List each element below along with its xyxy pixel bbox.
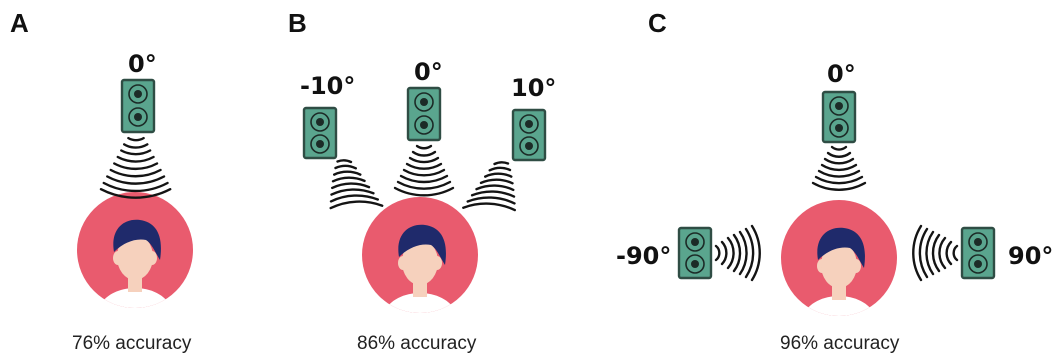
speaker-angle-label: -10° <box>300 72 355 100</box>
sound-waves-icon <box>714 224 761 282</box>
speaker-icon <box>511 108 547 162</box>
speaker-icon <box>677 226 713 280</box>
speaker-icon <box>406 86 442 142</box>
person-icon <box>362 197 478 313</box>
panel-b: B -10° 0° <box>288 8 556 354</box>
person-icon <box>77 192 193 308</box>
accuracy-caption-c: 96% accuracy <box>780 333 900 354</box>
panel-label-b: B <box>288 8 307 38</box>
speaker-icon <box>960 226 996 280</box>
accuracy-caption-b: 86% accuracy <box>357 333 477 354</box>
speaker-icon <box>120 78 156 134</box>
panel-label-a: A <box>10 8 29 38</box>
speaker-angle-label: 10° <box>511 74 556 102</box>
panel-a: A 0° <box>10 8 193 354</box>
speaker-angle-label: 90° <box>1008 242 1053 270</box>
sound-waves-icon <box>99 136 172 199</box>
speaker-angle-label: -90° <box>616 242 671 270</box>
panel-label-c: C <box>648 8 667 38</box>
panel-c: C 0° -90° <box>616 8 1053 354</box>
speaker-angle-label: 0° <box>414 58 443 86</box>
sound-waves-icon <box>811 145 867 191</box>
speaker-angle-label: 0° <box>827 60 856 88</box>
sound-waves-icon <box>462 161 516 212</box>
sound-waves-icon <box>912 224 959 282</box>
accuracy-caption-a: 76% accuracy <box>72 333 192 354</box>
speaker-icon <box>821 90 857 144</box>
sound-waves-icon <box>393 144 455 197</box>
speaker-icon <box>302 106 338 160</box>
speaker-angle-label: 0° <box>128 50 157 78</box>
person-icon <box>781 200 897 316</box>
sound-waves-icon <box>329 159 384 210</box>
